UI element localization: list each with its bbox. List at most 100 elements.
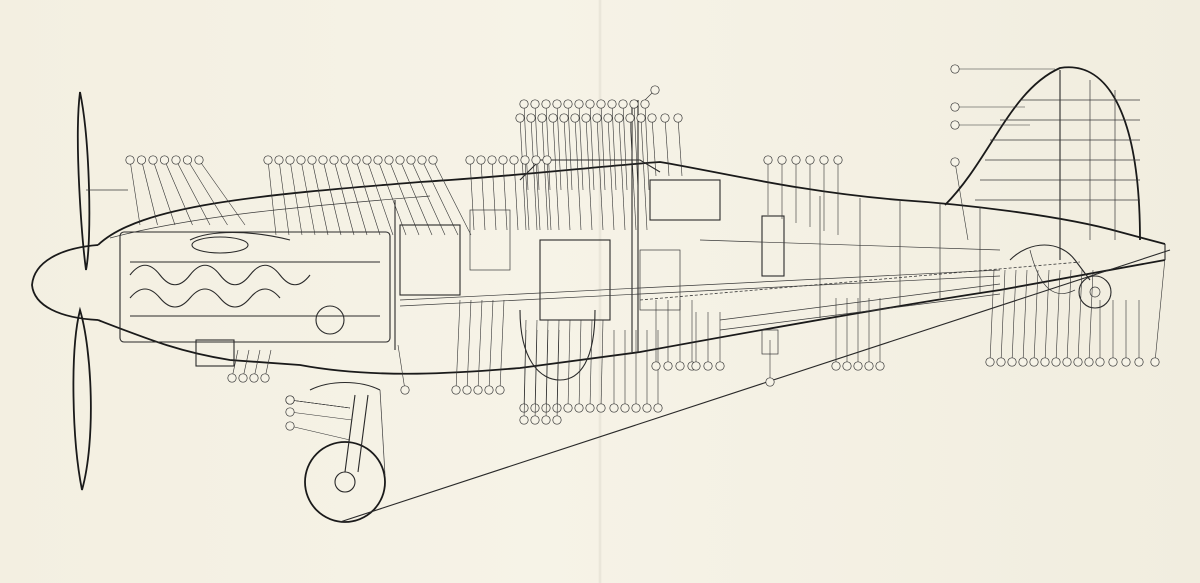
callout-center-bottom-f-1 [691, 361, 701, 371]
callout-midfront-2-leader [480, 159, 486, 231]
callout-center-bottom-c-3 [631, 403, 641, 413]
callout-engine-9 [351, 155, 361, 165]
callout-tail-2 [950, 102, 960, 112]
callout-cockpit-upper-10-leader [622, 103, 628, 191]
callout-center-bottom-d-3 [541, 415, 551, 425]
callout-engine-3 [285, 155, 295, 165]
callout-midfront-6 [520, 155, 530, 165]
callout-tailcone-bottom-5-leader [1033, 269, 1039, 363]
callout-engine-bottom-4 [260, 373, 270, 383]
callout-cockpit-lower-5 [559, 113, 569, 123]
callout-tailcone-bottom-2-leader [1000, 269, 1006, 363]
callout-midfront-8 [542, 155, 552, 165]
callout-nose-2-leader [141, 159, 158, 226]
callout-center-bottom-f-3 [715, 361, 725, 371]
callout-cockpit-upper-7 [585, 99, 595, 109]
propeller-blade-lower [72, 306, 92, 491]
callout-tailcone-bottom-2 [996, 357, 1006, 367]
instrument-panel [469, 209, 511, 271]
callout-cockpit-lower-7-leader [585, 117, 593, 231]
callout-cockpit-upper-3 [541, 99, 551, 109]
callout-center-bottom-a-3-leader [477, 299, 483, 391]
callout-center-bottom-d-4 [552, 415, 562, 425]
callout-gear-3 [285, 421, 295, 431]
callout-nose-3 [148, 155, 158, 165]
callout-engine-2 [274, 155, 284, 165]
callout-rear-5 [819, 155, 829, 165]
callout-cockpit-upper-3-leader [545, 103, 551, 191]
callout-cockpit-lower-8-leader [596, 117, 604, 231]
callout-tail-4 [950, 157, 960, 167]
callout-cockpit-lower-11 [625, 113, 635, 123]
callout-cockpit-upper-1-leader [523, 103, 529, 191]
main-wheel [304, 441, 386, 523]
page-fold-crease [598, 0, 602, 583]
callout-cockpit-lower-11-leader [629, 117, 637, 231]
propeller-blade-upper [76, 91, 91, 271]
callout-center-bottom-d-1 [519, 415, 529, 425]
callout-center-bottom-e-1 [651, 361, 661, 371]
callout-spar-top [650, 85, 660, 95]
callout-engine-4 [296, 155, 306, 165]
callout-engine-3-leader [289, 159, 303, 236]
callout-midfront-5 [509, 155, 519, 165]
callout-center-bottom-a-2 [462, 385, 472, 395]
callout-center-bottom-b-5-leader [567, 319, 571, 409]
callout-center-bottom-d-3-leader [545, 329, 549, 421]
callout-nose-7-leader [198, 159, 246, 226]
callout-nose-6 [182, 155, 193, 165]
callout-engine-2-leader [278, 159, 290, 236]
callout-tail-end-leader [1154, 257, 1166, 363]
supercharger-impeller [315, 305, 345, 335]
callout-engine-7-leader [333, 159, 355, 236]
callout-engine-11-leader [377, 159, 407, 236]
callout-center-bottom-c-5 [653, 403, 663, 413]
callout-cockpit-lower-7 [581, 113, 591, 123]
callout-center-bottom-f-2 [703, 361, 713, 371]
callout-center-bottom-b-7 [585, 403, 595, 413]
callout-cockpit-upper-8 [596, 99, 606, 109]
callout-midfront-4-leader [502, 159, 508, 231]
fuel-tank-forward [399, 224, 461, 296]
callout-engine-bottom-2-leader [242, 349, 250, 379]
callout-midfront-5-leader [513, 159, 519, 231]
callout-tailcone-bottom-1 [985, 357, 995, 367]
callout-rear-4 [805, 155, 815, 165]
callout-cockpit-lower-4-leader [552, 117, 560, 231]
tailwheel-strut [1009, 244, 1091, 281]
callout-radio-1 [647, 113, 657, 123]
callout-radio-3-leader [677, 117, 683, 177]
callout-midfront-7 [531, 155, 541, 165]
engine-block [119, 231, 391, 367]
callout-center-bottom-b-6-leader [578, 319, 582, 409]
callout-cockpit-lower-4 [548, 113, 558, 123]
spinner [31, 244, 99, 321]
callout-engine-8-leader [344, 159, 368, 236]
callout-engine-8 [340, 155, 350, 165]
callout-engine-15 [417, 155, 427, 165]
callout-nose-4-leader [164, 159, 193, 226]
callout-engine-16 [428, 155, 438, 165]
tailwheel-bay [1029, 249, 1076, 294]
callout-midfront-2 [476, 155, 486, 165]
callout-engine-1 [263, 155, 273, 165]
callout-tailcone-bottom-6-leader [1044, 269, 1050, 363]
propeller [31, 91, 128, 491]
callout-cockpit-upper-12-leader [644, 103, 650, 191]
callout-nose-4 [159, 155, 170, 165]
callout-tailcone-bottom-8-leader [1066, 269, 1072, 363]
tailwheel-hub [1089, 286, 1101, 298]
callout-tailcone-bottom-6 [1040, 357, 1050, 367]
callout-midfront-6-leader [524, 159, 530, 231]
callout-tail-3 [950, 120, 960, 130]
callout-aft-bottom-3 [853, 361, 863, 371]
callout-rear-3 [791, 155, 801, 165]
callout-engine-11 [373, 155, 383, 165]
callout-midfront-8-leader [546, 159, 552, 231]
callout-tailcone-bottom-5 [1029, 357, 1039, 367]
callout-center-bottom-d-1-leader [523, 329, 527, 421]
callout-center-bottom-c-1 [609, 403, 619, 413]
callout-engine-14 [406, 155, 416, 165]
callout-tailwheel-bottom-3 [1121, 357, 1131, 367]
